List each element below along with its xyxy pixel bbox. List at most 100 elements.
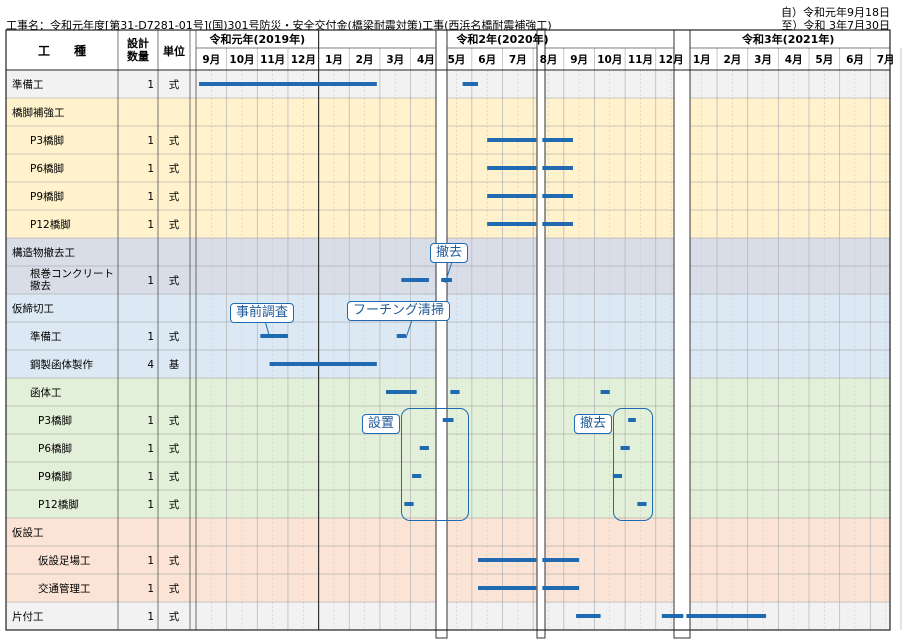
month-label: 12月 [291,54,316,66]
year-label: 令和2年(2020年) [455,32,548,46]
month-label: 3月 [386,54,404,66]
row-bg [6,154,890,182]
schedule-bar [412,474,422,478]
start-date: 自）令和元年9月18日 [781,6,890,19]
task-unit: 式 [169,498,180,511]
callout-install: 設置 [362,414,401,434]
schedule-bar [487,222,537,226]
task-name: P3橋脚 [30,134,64,147]
task-qty: 1 [147,499,154,511]
task-unit: 式 [169,414,180,427]
schedule-bar [487,194,537,198]
col-header-unit: 単位 [163,44,185,58]
schedule-bar [199,82,377,86]
month-label: 12月 [659,54,684,66]
month-label: 2月 [723,54,741,66]
month-label: 10月 [229,54,254,66]
row-bg [6,546,890,574]
task-name: P6橋脚 [38,442,72,455]
month-label: 1月 [325,54,343,66]
schedule-bar [542,222,573,226]
month-label: 6月 [478,54,496,66]
schedule-bar [600,390,610,394]
task-name: 函体工 [30,387,62,399]
month-label: 5月 [448,54,466,66]
month-label: 8月 [540,54,558,66]
month-label: 1月 [693,54,711,66]
col-header-item: 工 種 [38,43,86,58]
row-bg [6,126,890,154]
month-label: 6月 [846,54,864,66]
schedule-bar [450,390,460,394]
month-label: 11月 [628,54,653,66]
schedule-bar [542,138,573,142]
task-name: 撤去 [30,279,51,292]
schedule-bar [628,418,636,422]
schedule-bar [487,138,537,142]
task-name: 仮締切工 [12,302,54,315]
task-qty: 1 [147,163,154,175]
task-qty: 4 [147,359,154,371]
task-name: 仮設足場工 [38,554,91,567]
schedule-bar [542,586,580,590]
callout-pointer [444,261,453,284]
project-title: 工事名：令和元年度[第31-D7281-01号](国)301号防災・安全交付金(… [6,19,552,32]
task-unit: 式 [169,190,180,203]
schedule-bar [477,558,537,562]
callout-footing-clean: フーチング清掃 [347,301,451,321]
task-name: 仮設工 [12,526,44,539]
schedule-bar [401,278,429,282]
schedule-bar [404,502,414,506]
schedule-bar [487,166,537,170]
task-unit: 式 [169,330,180,343]
row-bg [6,350,890,378]
task-name: P12橋脚 [30,218,71,231]
bracket-remove [613,408,653,521]
month-label: 4月 [785,54,803,66]
task-qty: 1 [147,611,154,623]
task-unit: 式 [169,274,180,287]
schedule-bar [419,446,429,450]
schedule-bar [620,446,630,450]
task-qty: 1 [147,191,154,203]
task-qty: 1 [147,415,154,427]
task-unit: 式 [169,162,180,175]
task-qty: 1 [147,471,154,483]
month-label: 7月 [877,54,895,66]
month-label: 10月 [597,54,622,66]
task-unit: 式 [169,554,180,567]
task-name: 交通管理工 [38,582,91,595]
schedule-bar [612,474,623,478]
month-label: 5月 [815,54,833,66]
schedule-bar [477,586,537,590]
task-name: P9橋脚 [30,190,64,203]
task-qty: 1 [147,555,154,567]
row-bg [6,518,890,546]
task-name: P12橋脚 [38,498,79,511]
break-column [536,29,546,639]
task-unit: 式 [169,470,180,483]
callout-pre-survey: 事前調査 [230,303,295,323]
task-unit: 式 [169,134,180,147]
row-bg [6,462,890,490]
task-qty: 1 [147,275,154,287]
task-name: 橋脚補強工 [12,106,65,119]
task-name: 準備工 [30,330,62,343]
schedule-bar [542,558,580,562]
year-label: 令和3年(2021年) [741,32,834,46]
schedule-bar [542,166,573,170]
schedule-bar [396,334,406,338]
month-label: 9月 [570,54,588,66]
table-border [5,29,891,631]
end-date: 至）令和 3年7月30日 [781,19,891,32]
callout-pointer [264,320,271,339]
schedule-bar [442,418,454,422]
bracket-install [401,408,469,521]
month-label: 11月 [260,54,285,66]
schedule-bar [576,614,601,618]
task-name: P6橋脚 [30,162,64,175]
task-name: 鋼製函体製作 [30,358,93,371]
month-label: 7月 [509,54,527,66]
task-name: P9橋脚 [38,470,72,483]
task-name: 構造物撤去工 [12,246,75,259]
